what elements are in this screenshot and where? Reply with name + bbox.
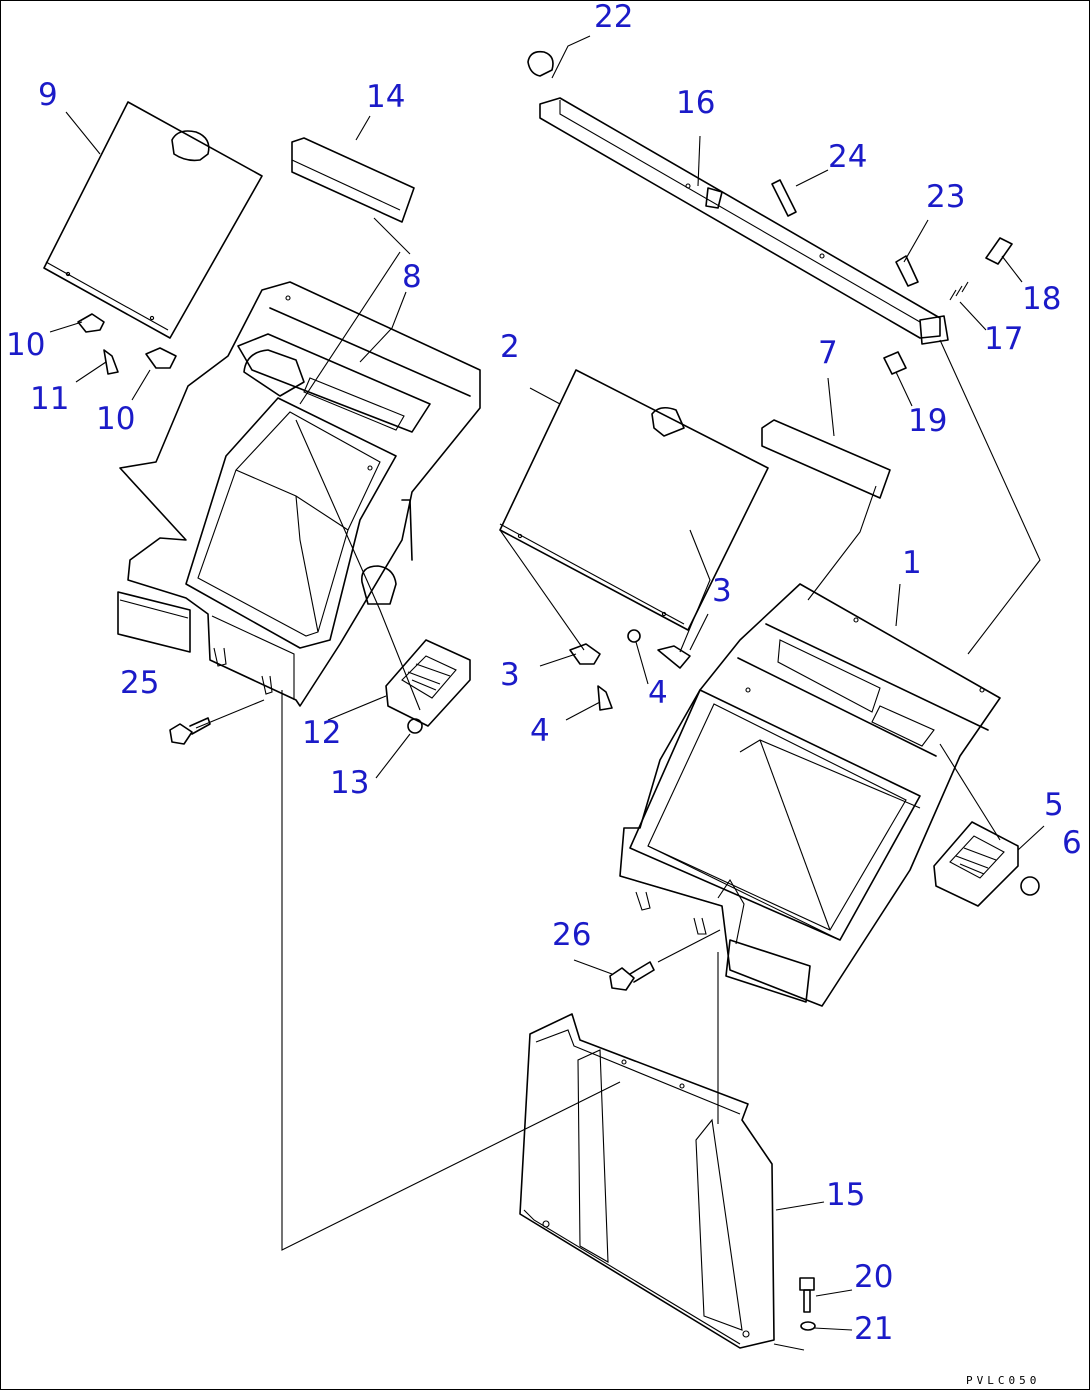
label-18: 18 [1022, 281, 1062, 317]
screw-26 [609, 961, 655, 991]
bracket-16 [527, 50, 949, 345]
right-speaker [933, 821, 1040, 907]
label-17: 17 [984, 321, 1024, 357]
label-24: 24 [828, 139, 868, 175]
cover-7 [761, 419, 891, 499]
label-6: 6 [1062, 825, 1082, 861]
label-5: 5 [1044, 787, 1064, 823]
label-10-lower: 10 [96, 401, 136, 437]
label-9: 9 [38, 77, 58, 113]
label-8: 8 [402, 259, 422, 295]
cover-14 [291, 137, 415, 223]
bolt-25 [169, 717, 211, 745]
left-console [117, 281, 481, 707]
right-console [619, 583, 1001, 1007]
label-23: 23 [926, 179, 966, 215]
lid-2 [499, 369, 769, 631]
label-21: 21 [854, 1311, 894, 1347]
label-11: 11 [30, 381, 70, 417]
label-19: 19 [908, 403, 948, 439]
hinges-3 [569, 629, 691, 711]
small-hardware [771, 179, 1013, 375]
label-1: 1 [902, 545, 922, 581]
plate-15 [519, 1013, 775, 1349]
label-3-right: 3 [712, 573, 732, 609]
leader-lines [49, 35, 1045, 1351]
label-2: 2 [500, 329, 520, 365]
label-4-left: 4 [530, 713, 550, 749]
left-hinges [77, 313, 177, 375]
label-22: 22 [594, 0, 634, 35]
label-3-left: 3 [500, 657, 520, 693]
left-speaker [385, 639, 471, 734]
left-lid [43, 101, 263, 339]
drawing-code: PVLC050 [966, 1374, 1041, 1387]
label-25: 25 [120, 665, 160, 701]
label-20: 20 [854, 1259, 894, 1295]
label-4-right: 4 [648, 675, 668, 711]
label-12: 12 [302, 715, 342, 751]
label-15: 15 [826, 1177, 866, 1213]
label-26: 26 [552, 917, 592, 953]
label-16: 16 [676, 85, 716, 121]
label-14: 14 [366, 79, 406, 115]
label-13: 13 [330, 765, 370, 801]
label-10-upper: 10 [6, 327, 46, 363]
bolt-20 [799, 1277, 816, 1331]
label-7: 7 [818, 335, 838, 371]
